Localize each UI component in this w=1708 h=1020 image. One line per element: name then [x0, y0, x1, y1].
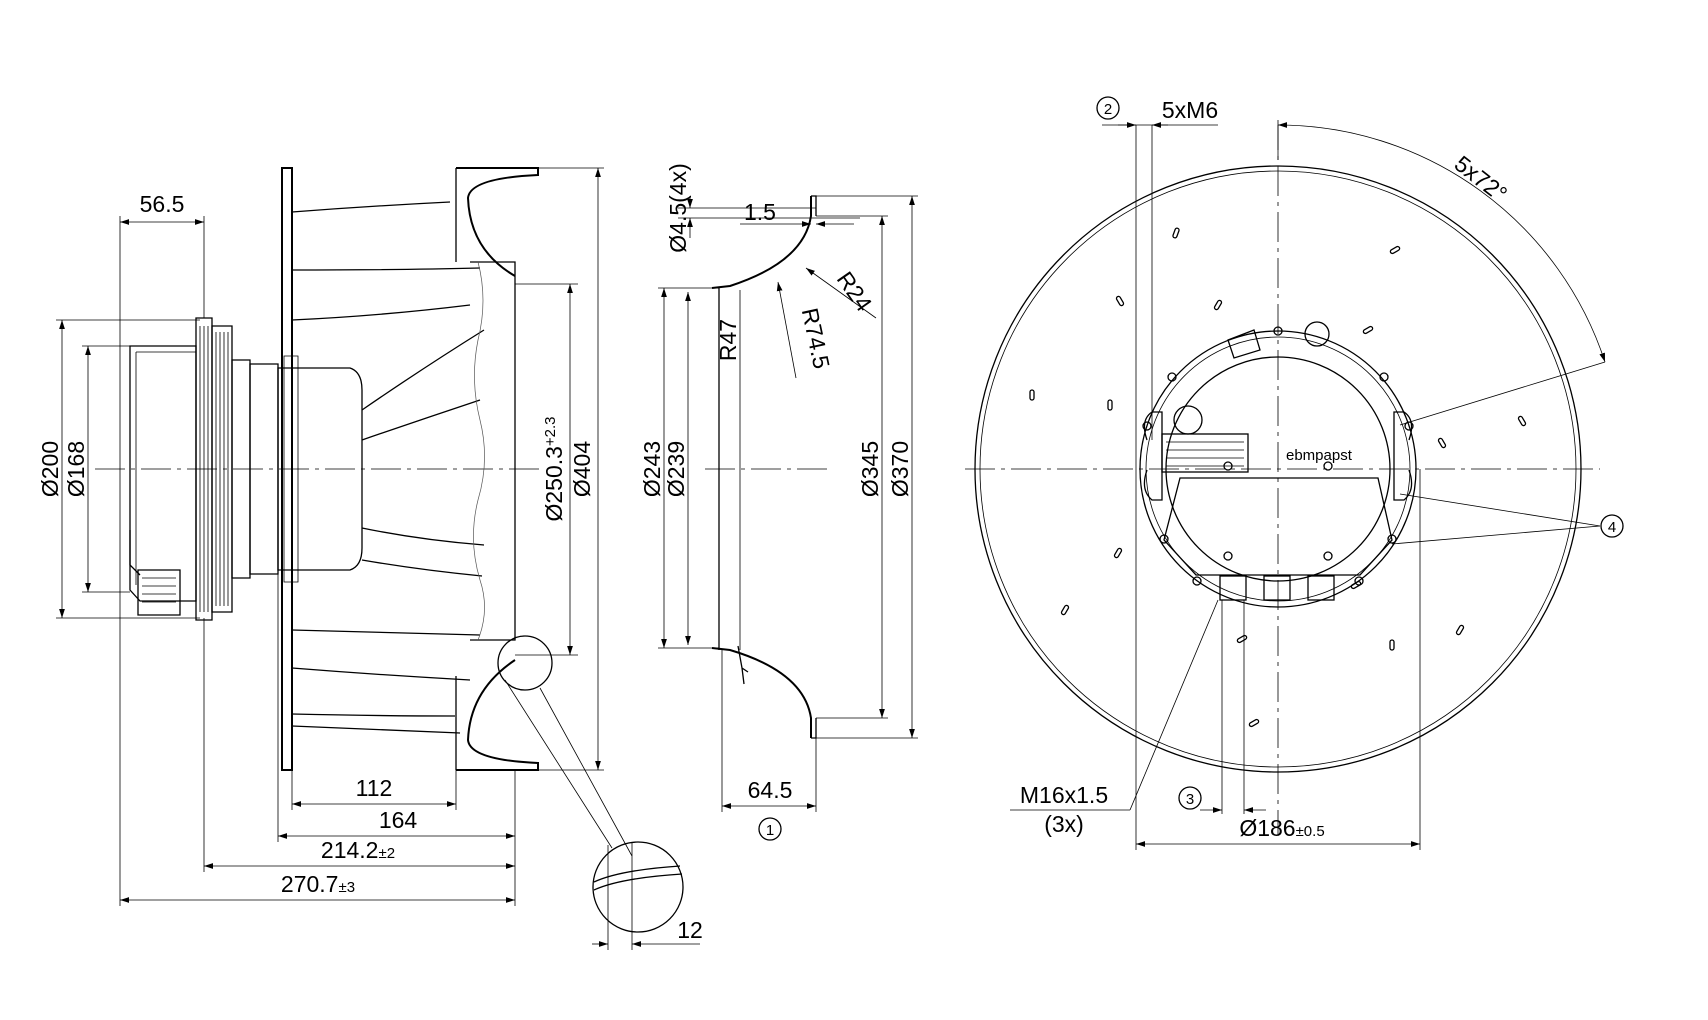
dim-angle: 5x72°: [1450, 150, 1513, 207]
dim-d345: Ø345: [857, 441, 883, 497]
side-view: Ø404 Ø250.3+2.3 Ø200 Ø168 56.5 112 164 2…: [37, 167, 703, 950]
callout-4: 4: [1608, 519, 1616, 536]
dim-64-5: 64.5: [748, 777, 793, 803]
dim-r74-5: R74.5: [797, 306, 835, 371]
dim-r47: R47: [715, 319, 741, 361]
front-view: ebmpapst 5xM6 2 5x72° 4 M16x1.5 (3x) 3: [965, 96, 1624, 850]
dim-56-5: 56.5: [140, 191, 185, 217]
dim-d168: Ø168: [63, 441, 89, 497]
dim-214-2: 214.2±2: [321, 837, 395, 863]
inlet-ring-view: Ø4.5(4x) 1.5 R24 R74.5 R47 Ø243 Ø239 Ø34…: [639, 163, 918, 841]
dim-d370: Ø370: [887, 441, 913, 497]
dim-d404: Ø404: [569, 441, 595, 497]
dim-164: 164: [379, 807, 418, 833]
dim-1-5: 1.5: [744, 199, 776, 225]
dim-d243: Ø243: [639, 441, 665, 497]
dim-270-7: 270.7±3: [281, 871, 355, 897]
dim-12: 12: [677, 917, 703, 943]
dim-m16-qty: (3x): [1044, 811, 1084, 837]
dim-m16: M16x1.5: [1020, 782, 1108, 808]
dim-d250-3: Ø250.3+2.3: [541, 416, 567, 521]
brand-logo: ebmpapst: [1286, 447, 1353, 464]
dim-112: 112: [356, 775, 393, 801]
dim-d239: Ø239: [663, 441, 689, 497]
dim-d4-5: Ø4.5(4x): [665, 163, 691, 252]
callout-3: 3: [1186, 791, 1194, 808]
dim-d186: Ø186±0.5: [1239, 815, 1324, 841]
dim-d200: Ø200: [37, 441, 63, 497]
callout-2: 2: [1104, 101, 1112, 118]
dim-m6: 5xM6: [1162, 97, 1218, 123]
callout-1: 1: [766, 822, 774, 839]
